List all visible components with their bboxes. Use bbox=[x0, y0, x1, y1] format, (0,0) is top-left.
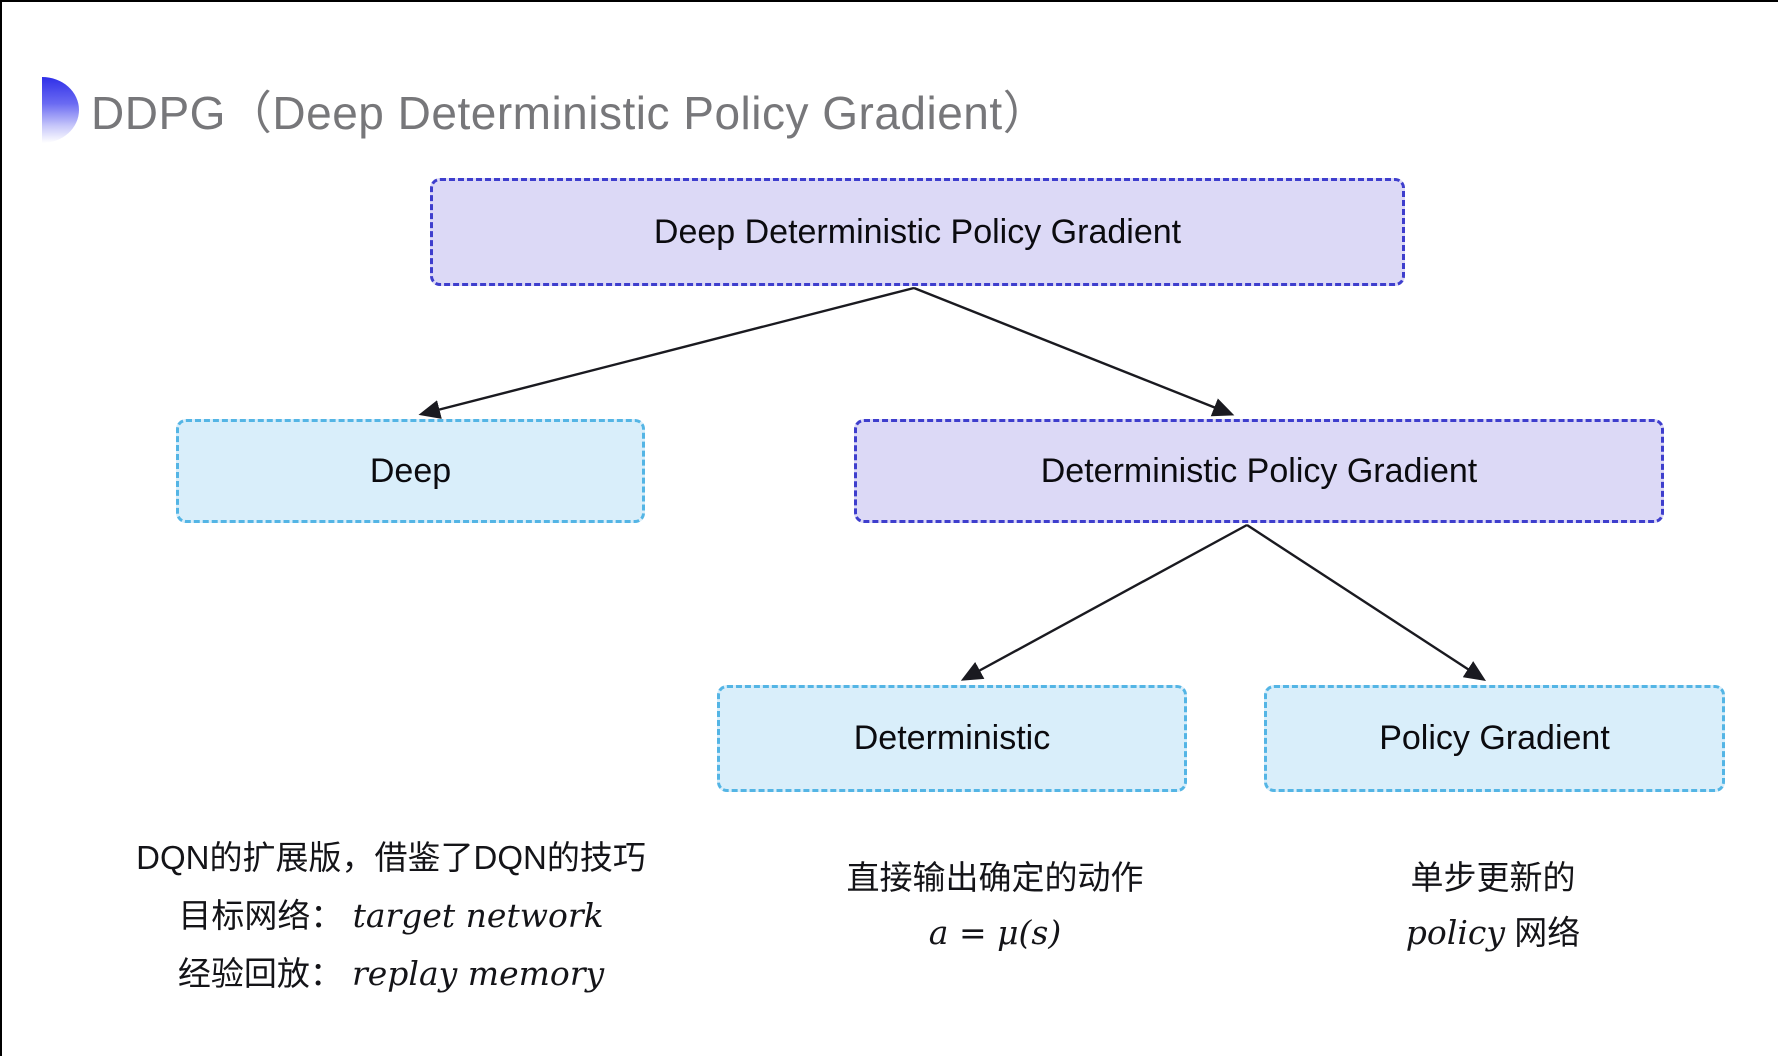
deep-annotation: DQN的扩展版，借鉴了DQN的技巧 目标网络： target network 经… bbox=[131, 829, 651, 1003]
node-label: Deterministic Policy Gradient bbox=[1040, 451, 1478, 490]
deterministic-annotation-line1: 直接输出确定的动作 bbox=[795, 850, 1195, 905]
node-deterministic-policy-gradient: Deterministic Policy Gradient bbox=[854, 419, 1664, 523]
pg-annotation-line1: 单步更新的 bbox=[1373, 850, 1613, 905]
edge-root-dpg bbox=[913, 286, 1235, 417]
deterministic-annotation: 直接输出确定的动作 a = μ(s) bbox=[795, 850, 1195, 960]
deep-annotation-line1: DQN的扩展版，借鉴了DQN的技巧 bbox=[131, 829, 651, 887]
half-circle-bullet-icon bbox=[42, 77, 79, 143]
node-label: Deterministic bbox=[853, 719, 1051, 757]
node-deterministic: Deterministic bbox=[717, 685, 1187, 792]
page-title: DDPG（Deep Deterministic Policy Gradient） bbox=[91, 87, 1050, 139]
node-label: Policy Gradient bbox=[1379, 719, 1610, 757]
edge-dpg-deterministic bbox=[960, 523, 1248, 681]
node-label: Deep bbox=[369, 451, 452, 490]
node-deep-deterministic-policy-gradient: Deep Deterministic Policy Gradient bbox=[430, 178, 1405, 286]
replay-memory-label-zh: 经验回放： bbox=[177, 955, 343, 992]
node-policy-gradient: Policy Gradient bbox=[1264, 685, 1725, 792]
target-network-label-en: target network bbox=[352, 896, 604, 935]
edge-root-deep bbox=[418, 286, 915, 419]
edge-dpg-pg bbox=[1246, 523, 1487, 681]
replay-memory-label-en: replay memory bbox=[351, 954, 605, 993]
node-deep: Deep bbox=[176, 419, 645, 523]
node-label: Deep Deterministic Policy Gradient bbox=[653, 212, 1182, 251]
target-network-label-zh: 目标网络： bbox=[178, 897, 344, 934]
deterministic-annotation-text: 直接输出确定的动作 bbox=[846, 859, 1144, 896]
policy-gradient-annotation: 单步更新的 policy 网络 bbox=[1373, 850, 1613, 960]
slide-header: DDPG（Deep Deterministic Policy Gradient） bbox=[42, 77, 1049, 143]
mu-formula: a = μ(s) bbox=[928, 913, 1062, 952]
pg-annotation-line2: policy 网络 bbox=[1373, 905, 1613, 960]
policy-word-en: policy bbox=[1405, 913, 1506, 952]
pg-annotation-line1-text: 单步更新的 bbox=[1410, 859, 1576, 896]
deterministic-annotation-formula: a = μ(s) bbox=[795, 905, 1195, 960]
deep-annotation-line3: 经验回放： replay memory bbox=[131, 945, 651, 1003]
deep-annotation-line2: 目标网络： target network bbox=[131, 887, 651, 945]
policy-word-zh: 网络 bbox=[1514, 914, 1581, 951]
deep-annotation-line1-text: DQN的扩展版，借鉴了DQN的技巧 bbox=[136, 839, 646, 876]
